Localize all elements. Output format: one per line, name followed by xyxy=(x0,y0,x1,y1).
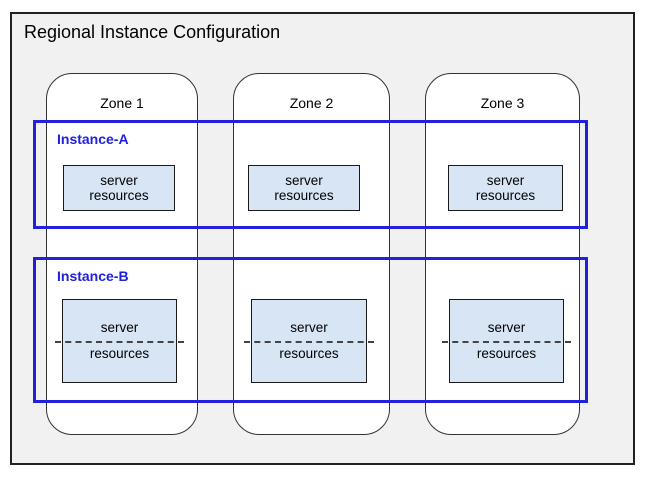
zone-label: Zone 2 xyxy=(289,95,334,111)
server-resources-label: resources xyxy=(279,346,339,361)
zone-label: Zone 3 xyxy=(480,95,525,111)
diagram-title: Regional Instance Configuration xyxy=(24,22,281,42)
instance-b-box: Instance-B xyxy=(33,257,588,403)
server-resources-label: resources xyxy=(475,188,536,203)
instance-b-label: Instance-B xyxy=(57,268,129,284)
instance-a-label: Instance-A xyxy=(57,131,129,147)
server-resources-box-a1: server resources xyxy=(63,165,175,211)
server-resources-box-b3: server resources xyxy=(442,299,571,383)
zone-label: Zone 1 xyxy=(100,95,144,111)
server-resources-label: server xyxy=(285,173,323,188)
server-resources-label: resources xyxy=(274,188,334,203)
server-resources-box-a2: server resources xyxy=(248,165,360,211)
server-resources-label: server xyxy=(100,173,138,188)
server-resources-label: resources xyxy=(89,188,149,203)
server-resources-box-b2: server resources xyxy=(244,299,374,383)
instance-a-box: Instance-A xyxy=(33,120,588,229)
server-resources-box-a3: server resources xyxy=(448,165,563,211)
server-resources-label: server xyxy=(487,320,526,335)
server-resources-label: server xyxy=(290,320,328,335)
server-resources-label: server xyxy=(100,320,139,335)
server-resources-label: resources xyxy=(89,346,150,361)
server-resources-box-b1: server resources xyxy=(55,299,184,383)
server-resources-label: resources xyxy=(476,346,537,361)
region-container: Regional Instance Configuration Zone 1 Z… xyxy=(10,12,635,465)
server-resources-label: server xyxy=(486,173,525,188)
